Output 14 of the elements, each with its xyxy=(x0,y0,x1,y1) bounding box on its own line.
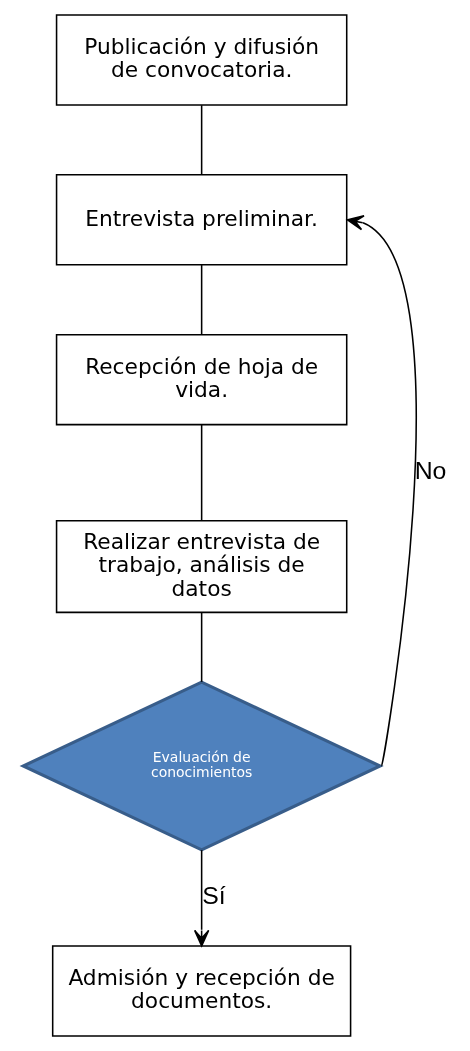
connector xyxy=(200,264,203,335)
arrow xyxy=(346,215,417,767)
node-box: Entrevista preliminar. xyxy=(55,174,348,266)
edge-label: Sí xyxy=(202,881,226,909)
connector xyxy=(200,611,203,683)
node-box: Publicación y difusión de convocatoria. xyxy=(55,14,348,106)
node-diamond: Evaluación de conocimientos xyxy=(19,680,384,852)
connector xyxy=(200,424,203,522)
arrow xyxy=(193,849,210,947)
node-box: Realizar entrevista de trabajo, análisis de datos xyxy=(55,520,348,614)
node-box: Admisión y recepción de documentos. xyxy=(51,945,352,1037)
connector xyxy=(200,104,203,176)
edge-label: No xyxy=(414,456,447,484)
node-box: Recepción de hoja de vida. xyxy=(55,333,348,426)
